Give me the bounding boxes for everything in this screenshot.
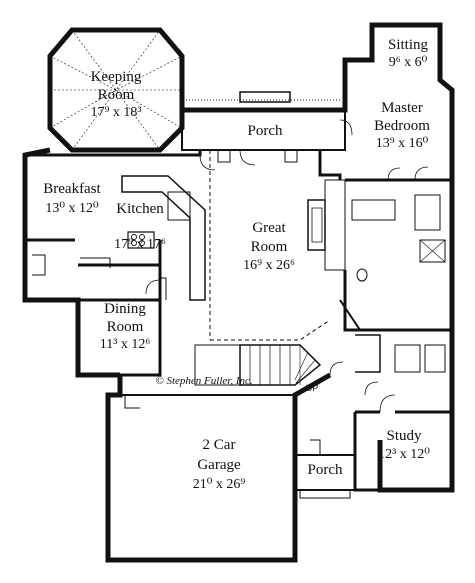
porch-bottom: [294, 454, 356, 491]
master-bedroom-name-line2: Bedroom: [374, 118, 430, 134]
fireplace: [307, 199, 326, 251]
keeping-room-name-line1: Keeping: [90, 69, 142, 85]
great-room-name-line2: Room: [250, 239, 288, 255]
breakfast-name: Breakfast: [43, 181, 101, 197]
kitchen-name: Kitchen: [116, 201, 164, 217]
great-room-name-line1: Great: [252, 220, 286, 236]
breakfast-dimensions: 13⁰ x 12⁰: [45, 201, 99, 216]
stair-up-label: UP: [305, 383, 319, 393]
dining-room-name-line1: Dining: [104, 301, 146, 317]
kitchen-dimensions: 17⁹ x 17⁶: [114, 237, 166, 252]
garage-name-line2: Garage: [197, 457, 241, 473]
porch-top: [181, 110, 346, 151]
study-dimensions: 12³ x 12⁰: [378, 447, 430, 462]
master-bedroom-name-line1: Master: [381, 100, 423, 116]
garage-name-line1: 2 Car: [202, 437, 236, 453]
master-bedroom-dimensions: 13⁹ x 16⁰: [375, 136, 429, 151]
study-name: Study: [386, 428, 422, 444]
keeping-room-dimensions: 17⁹ x 18³: [90, 105, 142, 120]
sitting-dimensions: 9⁶ x 6⁰: [388, 55, 428, 70]
copyright-notice: © Stephen Fuller, Inc.: [155, 375, 253, 387]
dining-room-dimensions: 11³ x 12⁶: [99, 337, 151, 352]
dining-room-name-line2: Room: [106, 319, 144, 335]
keeping-room-name-line2: Room: [97, 87, 135, 103]
great-room-dimensions: 16⁹ x 26⁶: [243, 258, 295, 273]
porch-top-name: Porch: [247, 123, 283, 139]
porch-bottom-name: Porch: [307, 462, 343, 478]
garage-dimensions: 21⁰ x 26⁹: [192, 477, 246, 492]
sitting-name: Sitting: [387, 37, 428, 53]
kitchen-counter: [121, 175, 206, 301]
